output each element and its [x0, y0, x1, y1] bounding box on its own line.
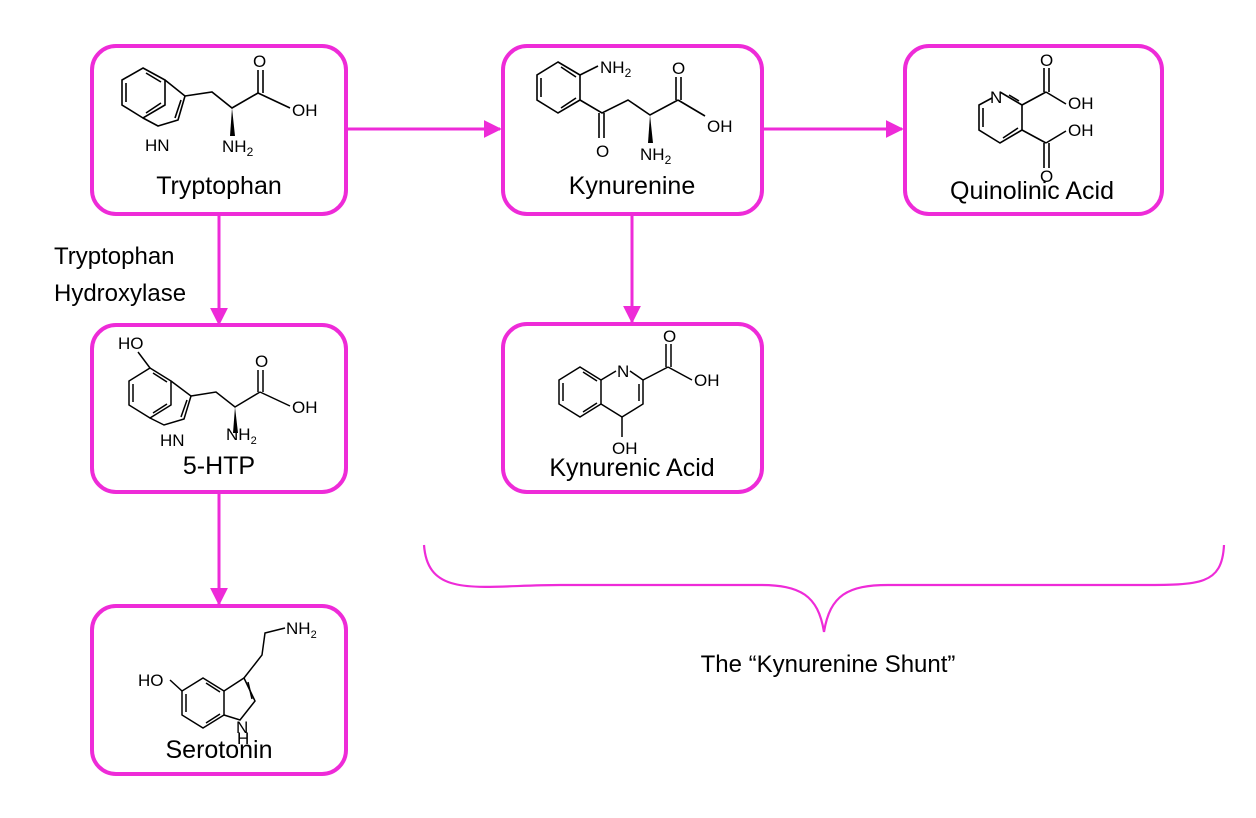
shunt-label: The “Kynurenine Shunt”: [701, 651, 956, 678]
kynurenic-hydroxyl: OH: [694, 371, 720, 390]
5htp-amine-main: NH: [226, 425, 251, 444]
tryptophan-amine-sub: 2: [247, 145, 254, 159]
serotonin-amine-main: NH: [286, 619, 311, 638]
label-5htp: 5-HTP: [183, 452, 255, 480]
kynurenine-aryl-amine-sub: 2: [625, 66, 632, 80]
kynurenine-aryl-amine: NH2: [600, 58, 632, 80]
quinolinic-hydroxyl-1: OH: [1068, 94, 1094, 113]
quinolinic-oxygen-1: O: [1040, 51, 1053, 70]
5htp-oxygen: O: [255, 352, 268, 371]
kynurenine-ketone-oxygen: O: [596, 142, 609, 161]
5htp-amine: NH2: [226, 425, 257, 447]
tryptophan-hydroxyl: OH: [292, 101, 318, 120]
label-tryptophan: Tryptophan: [156, 172, 282, 200]
label-quinolinic-acid: Quinolinic Acid: [950, 177, 1114, 205]
label-serotonin: Serotonin: [165, 736, 272, 764]
box-quinolinic-acid: [903, 44, 1164, 216]
serotonin-ring-h: H: [237, 729, 249, 748]
structure-tryptophan: O OH HN NH2: [121, 52, 318, 159]
structure-kynurenine: NH2 O OH O NH2: [536, 58, 733, 167]
structure-quinolinic-acid: N O OH OH O: [978, 51, 1094, 186]
quinolinic-hydroxyl-2: OH: [1068, 121, 1094, 140]
shunt-brace: [422, 544, 1226, 633]
box-serotonin: [90, 604, 348, 776]
kynurenine-amine-sub: 2: [665, 153, 672, 167]
kynurenine-acid-oxygen: O: [672, 59, 685, 78]
kynurenic-ring-hydroxyl: OH: [612, 439, 638, 458]
structure-serotonin: NH2 HO N H: [138, 619, 317, 748]
serotonin-ring-hydroxyl: HO: [138, 671, 164, 690]
arrows: [210, 120, 904, 606]
serotonin-ring-n: N: [236, 718, 248, 737]
kynurenine-amine-main: NH: [640, 145, 665, 164]
quinolinic-ring-n: N: [990, 88, 1002, 107]
kynurenic-ring-n: N: [617, 362, 629, 381]
box-tryptophan: [90, 44, 348, 216]
kynurenine-aryl-amine-main: NH: [600, 58, 625, 77]
5htp-ring-hydroxyl: HO: [118, 334, 144, 353]
label-kynurenine: Kynurenine: [569, 172, 695, 200]
node-boxes: [90, 44, 1164, 776]
kynurenine-amine: NH2: [640, 145, 672, 167]
box-kynurenine: [501, 44, 764, 216]
box-kynurenic-acid: [501, 322, 764, 494]
kynurenine-hydroxyl: OH: [707, 117, 733, 136]
5htp-hydroxyl: OH: [292, 398, 318, 417]
kynurenic-oxygen: O: [663, 327, 676, 346]
tryptophan-amine-main: NH: [222, 137, 247, 156]
enzyme-label-line2: Hydroxylase: [54, 280, 186, 307]
label-kynurenic-acid: Kynurenic Acid: [549, 454, 714, 482]
structure-5htp: HO O OH HN NH2: [118, 334, 318, 450]
tryptophan-ring-nh: HN: [145, 136, 170, 155]
tryptophan-amine: NH2: [222, 137, 254, 159]
serotonin-amine: NH2: [286, 619, 317, 641]
quinolinic-oxygen-2: O: [1040, 167, 1053, 186]
enzyme-label-line1: Tryptophan: [54, 243, 175, 270]
serotonin-amine-sub: 2: [311, 629, 317, 641]
box-5htp: [90, 323, 348, 494]
structure-kynurenic-acid: N O OH OH: [558, 327, 720, 458]
tryptophan-oxygen: O: [253, 52, 266, 71]
5htp-ring-nh: HN: [160, 431, 185, 450]
5htp-amine-sub: 2: [251, 435, 257, 447]
